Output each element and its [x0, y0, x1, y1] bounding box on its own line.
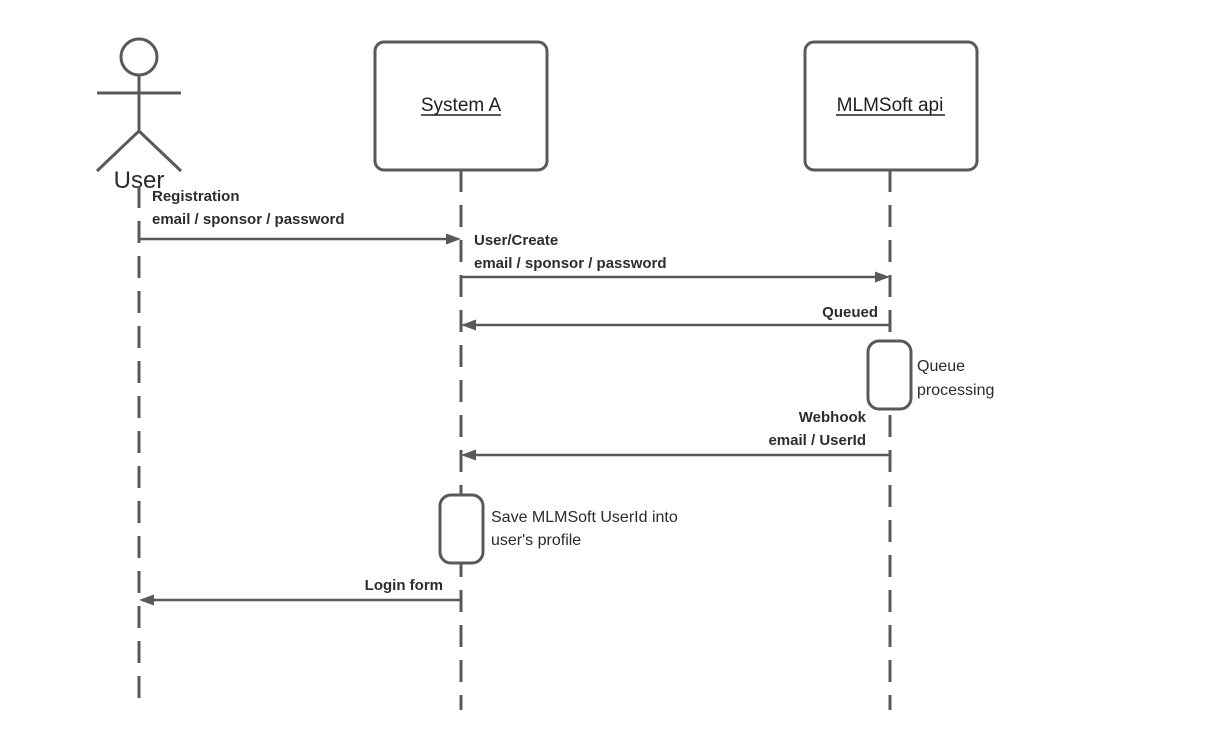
activation-save-userid[interactable]: Save MLMSoft UserId into user's profile — [438, 493, 678, 565]
message-label-user-create-line2: email / sponsor / password — [474, 255, 667, 272]
message-user-create[interactable]: User/Create email / sponsor / password — [461, 232, 890, 283]
message-arrowhead-user-create — [875, 271, 890, 283]
message-label-queued: Queued — [822, 304, 878, 321]
message-label-login-form: Login form — [365, 577, 443, 594]
participant-user[interactable]: User — [95, 37, 183, 194]
message-login-form[interactable]: Login form — [139, 577, 461, 606]
message-queued[interactable]: Queued — [461, 304, 890, 331]
actor-left-leg-icon — [95, 129, 141, 173]
message-label-webhook-line2: email / UserId — [768, 432, 866, 449]
participant-label-system-a: System A — [421, 95, 502, 116]
message-arrowhead-webhook — [461, 449, 476, 461]
message-label-registration-line2: email / sponsor / password — [152, 211, 345, 228]
participant-mlmsoft-api[interactable]: MLMSoft api — [803, 40, 979, 172]
message-arrowhead-queued — [461, 319, 476, 331]
activation-note-queue-processing-line1: Queue — [917, 358, 965, 375]
participant-label-mlmsoft-api: MLMSoft api — [837, 95, 944, 116]
message-arrowhead-login-form — [139, 594, 154, 606]
activation-note-queue-processing-line2: processing — [917, 382, 994, 399]
actor-head-icon — [119, 37, 159, 77]
message-label-registration-line1: Registration — [152, 188, 240, 205]
activation-box-save-userid — [438, 493, 485, 565]
activation-note-save-userid-line1: Save MLMSoft UserId into — [491, 509, 678, 526]
message-arrowhead-registration — [446, 233, 461, 245]
activation-note-save-userid-line2: user's profile — [491, 532, 581, 549]
message-webhook[interactable]: Webhook email / UserId — [461, 409, 890, 461]
actor-right-leg-icon — [137, 129, 183, 173]
message-registration[interactable]: Registration email / sponsor / password — [139, 188, 461, 245]
message-label-webhook-line1: Webhook — [799, 409, 867, 426]
message-label-user-create-line1: User/Create — [474, 232, 558, 249]
participant-system-a[interactable]: System A — [373, 40, 549, 172]
activation-box-queue-processing — [866, 339, 913, 411]
activation-queue-processing[interactable]: Queue processing — [866, 339, 994, 411]
